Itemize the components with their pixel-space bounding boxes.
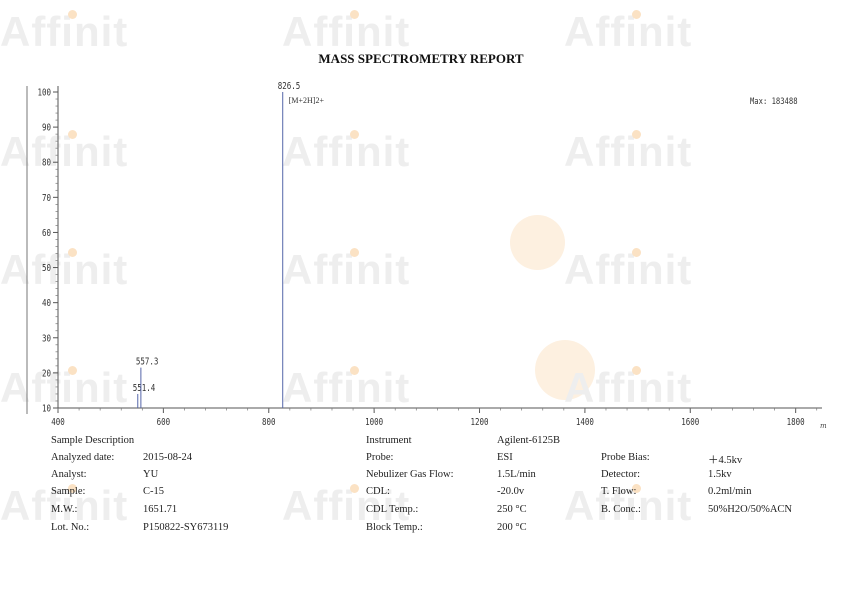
- x-tick-label: 800: [262, 417, 276, 428]
- y-tick-label: 70: [42, 193, 51, 204]
- sample-value: YU: [143, 469, 159, 480]
- sample-label: Lot. No.:: [51, 522, 90, 533]
- instrument-label: Block Temp.:: [366, 522, 423, 533]
- instrument-value: 1.5L/min: [497, 469, 536, 480]
- instrument-label: T. Flow:: [601, 486, 637, 497]
- instrument-value: 200 °C: [497, 522, 527, 533]
- instrument-value: 50%H2O/50%ACN: [708, 504, 792, 515]
- x-tick-label: 1000: [365, 417, 383, 428]
- sample-value: C-15: [143, 486, 164, 497]
- instrument-value: ESI: [497, 452, 513, 463]
- y-tick-label: 40: [42, 298, 51, 309]
- sample-value: P150822-SY673119: [143, 522, 229, 533]
- y-tick-label: 30: [42, 333, 51, 344]
- x-tick-label: 400: [51, 417, 65, 428]
- x-tick-label: 1800: [787, 417, 805, 428]
- instrument-label: B. Conc.:: [601, 504, 641, 515]
- mass-spectrum-chart: 10 20 30 40 50 60 70 80 90 100 400 600 800 1000 1200 14…: [26, 81, 827, 430]
- sample-label: Analyzed date:: [51, 452, 115, 463]
- peak-label: 826.5: [278, 81, 301, 92]
- x-tick-label: 1400: [576, 417, 594, 428]
- report-title: MASS SPECTROMETRY REPORT: [318, 51, 524, 66]
- sample-value: 1651.71: [143, 504, 178, 515]
- max-intensity-label: Max: 183488: [750, 95, 798, 106]
- sample-label: M.W.:: [51, 504, 78, 515]
- y-tick-label: 20: [42, 368, 51, 379]
- x-axis-end-label: m: [820, 422, 827, 430]
- sample-header: Sample Description: [51, 435, 135, 446]
- instrument-label: CDL:: [366, 486, 390, 497]
- instrument-model: Agilent-6125B: [497, 435, 560, 446]
- y-tick-label: 100: [37, 88, 51, 99]
- instrument-label: Nebulizer Gas Flow:: [366, 469, 454, 480]
- peak-label: 551.4: [133, 383, 156, 394]
- sample-label: Analyst:: [51, 469, 87, 480]
- instrument-label: Probe:: [366, 452, 394, 463]
- instrument-value: 1.5kv: [708, 469, 732, 480]
- x-tick-label: 1200: [470, 417, 488, 428]
- x-tick-label: 600: [157, 417, 171, 428]
- instrument-label: Detector:: [601, 469, 641, 480]
- y-tick-label: 50: [42, 263, 51, 274]
- instrument-label: CDL Temp.:: [366, 504, 419, 515]
- instrument-value: -20.0v: [497, 486, 525, 497]
- y-tick-label: 90: [42, 123, 51, 134]
- x-tick-label: 1600: [681, 417, 699, 428]
- instrument-value: ＋4.5kv: [708, 455, 743, 466]
- y-tick-label: 80: [42, 158, 51, 169]
- sample-value: 2015-08-24: [143, 452, 192, 463]
- instrument-value: 0.2ml/min: [708, 486, 752, 497]
- sample-label: Sample:: [51, 486, 86, 497]
- instrument-label: Probe Bias:: [601, 452, 650, 463]
- instrument-value: 250 °C: [497, 504, 527, 515]
- peak-annotation: [M+2H]2+: [289, 96, 325, 105]
- y-tick-label: 60: [42, 228, 51, 239]
- peak-label: 557.3: [136, 357, 159, 368]
- y-tick-label: 10: [42, 404, 51, 415]
- instrument-header: Instrument: [366, 435, 412, 446]
